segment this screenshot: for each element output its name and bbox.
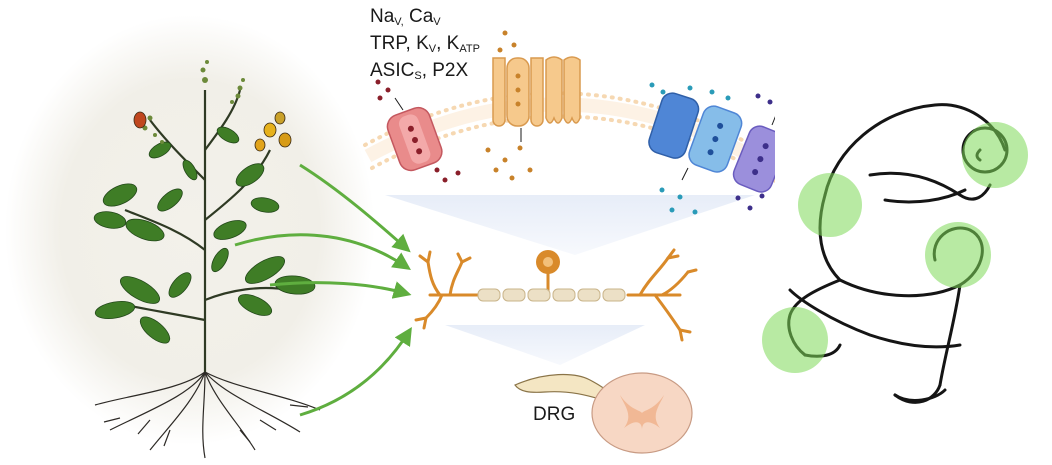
- drg-label: DRG: [533, 404, 576, 425]
- channel-label-line-2: TRP, KV, KATP: [370, 33, 480, 55]
- plant-to-neuron-arrows: [234, 163, 412, 417]
- channel-label-line-1: NaV, CaV: [370, 6, 441, 28]
- channel-label-line-3: ASICS, P2X: [370, 60, 469, 82]
- membrane-zoom-funnel: [385, 195, 755, 255]
- ion-channel-labels: NaV, CaV TRP, KV, KATP ASICS, P2X: [370, 6, 480, 87]
- neuron-zoom-funnel: [445, 325, 645, 365]
- medicinal-plant-icon: [5, 15, 375, 459]
- spinal-cord-icon: [591, 372, 693, 454]
- crouching-person-pain-icon: [762, 80, 1040, 450]
- sensory-neuron-icon: [414, 248, 698, 342]
- ion-channel-icon: [386, 56, 788, 193]
